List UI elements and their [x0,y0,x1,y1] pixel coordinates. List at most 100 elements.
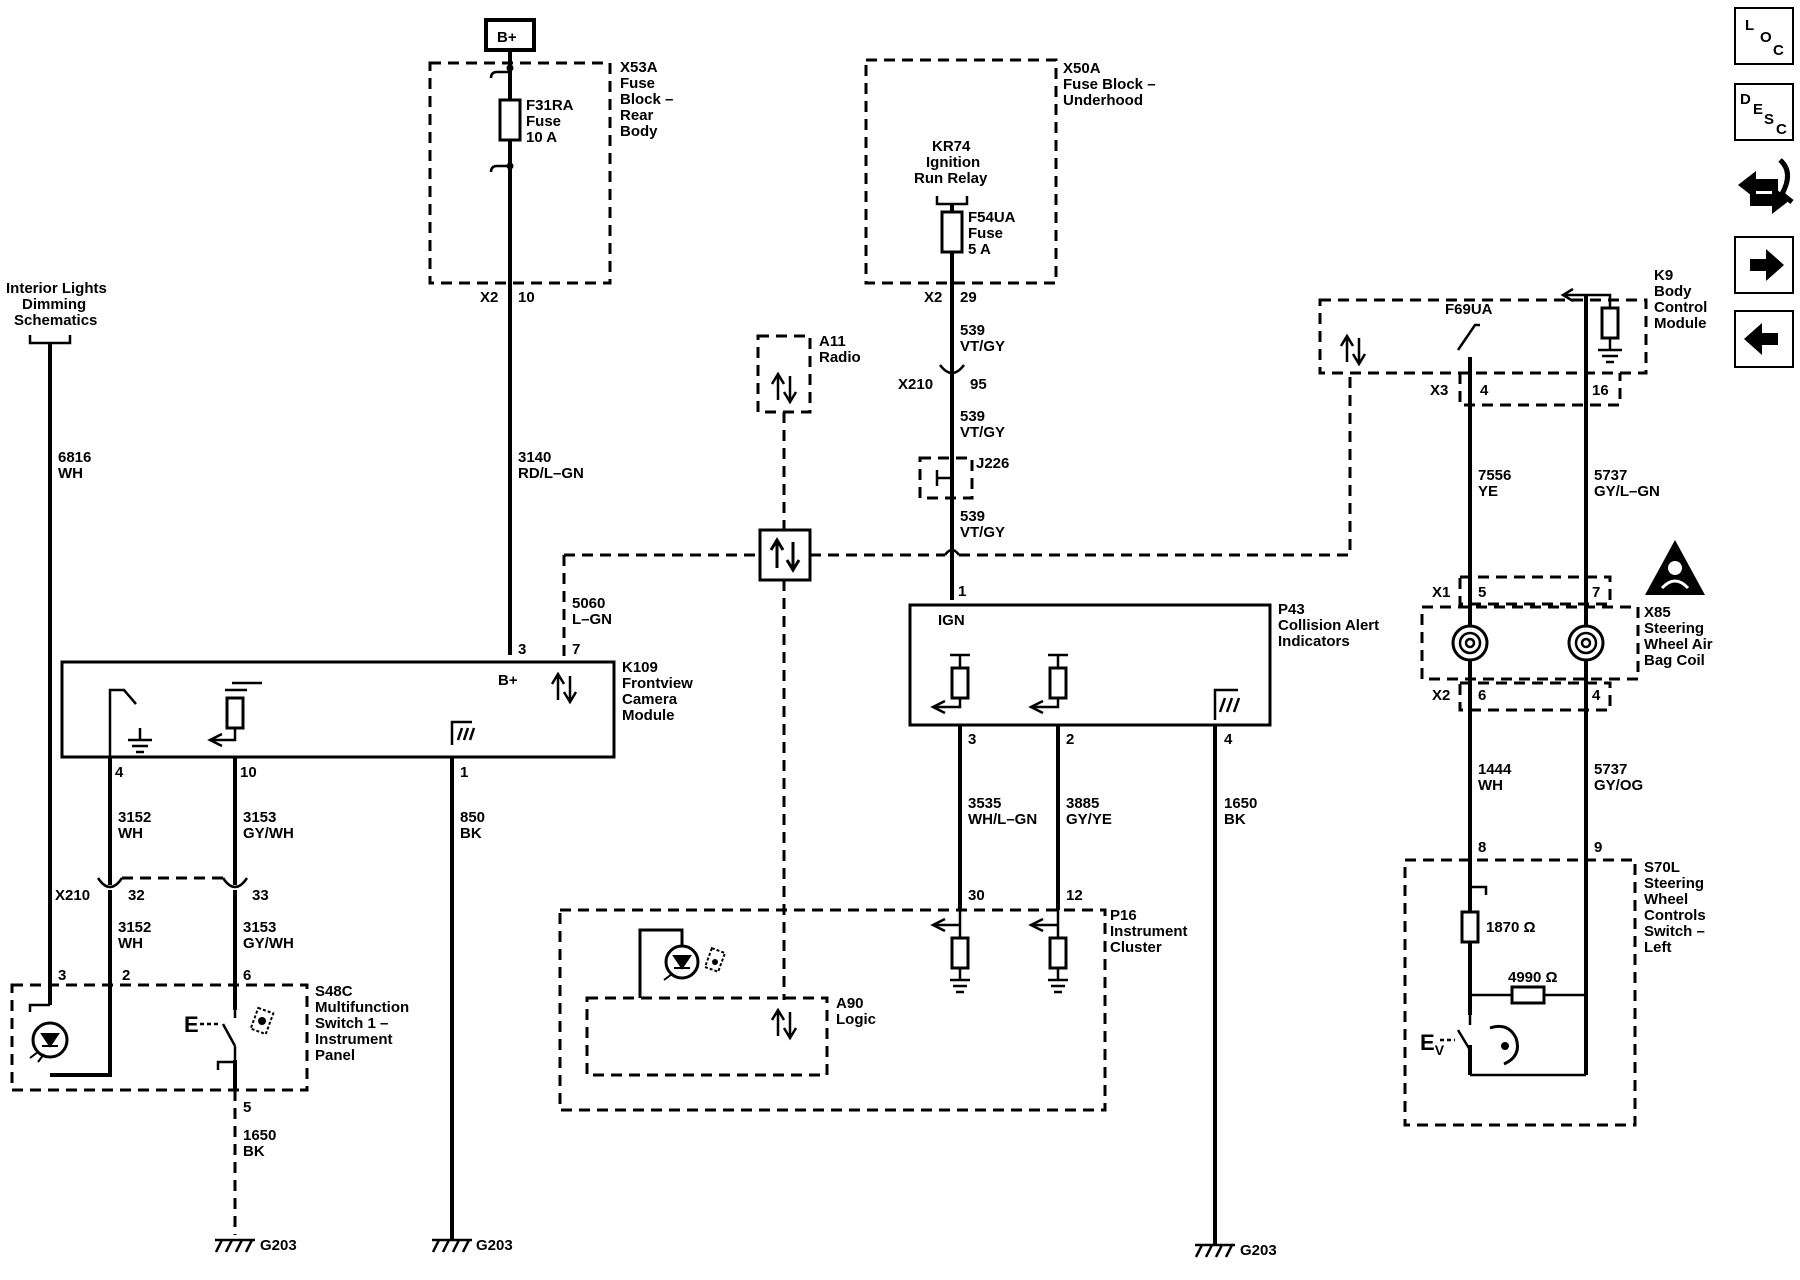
nav-desc-button[interactable]: D E S C [1734,83,1794,141]
svg-text:BK: BK [1224,811,1246,828]
svg-text:Rear: Rear [620,107,654,124]
airbag-warning-icon [1645,540,1705,595]
svg-text:1650: 1650 [1224,795,1257,812]
svg-text:WH/L–GN: WH/L–GN [968,811,1037,828]
x53a-label: X53A Fuse Block – Rear Body [620,59,673,140]
nav-loc-button[interactable]: L O C [1734,7,1794,65]
k9-body-control-module-boundary [1318,298,1648,375]
s70l-pin-9: 9 [1594,839,1602,856]
arrow-right-icon [1750,249,1784,281]
svg-text:Left: Left [1644,939,1672,956]
k109-bplus-pin-label: B+ [498,672,518,689]
svg-text:539: 539 [960,508,985,525]
nav-desc-letter-1: D [1740,91,1751,108]
s48c-pin-3: 3 [58,967,66,984]
k109-data-arrows-icon [550,671,578,705]
svg-text:10 A: 10 A [526,129,557,146]
svg-text:X85: X85 [1644,604,1671,621]
svg-text:5 A: 5 A [968,241,991,258]
svg-text:P16: P16 [1110,907,1137,924]
x2-right-pin-4: 4 [1592,687,1601,704]
svg-text:G203: G203 [476,1237,513,1254]
svg-text:Run Relay: Run Relay [914,170,988,187]
wire-3152-top-label: 3152 WH [118,809,151,842]
svg-text:G203: G203 [260,1237,297,1254]
svg-text:3153: 3153 [243,809,276,826]
svg-text:GY/WH: GY/WH [243,935,294,952]
p43-pin-4: 4 [1224,731,1233,748]
svg-text:539: 539 [960,408,985,425]
nav-connector-icon[interactable] [1738,158,1794,214]
svg-text:P43: P43 [1278,601,1305,618]
svg-text:GY/OG: GY/OG [1594,777,1643,794]
p43-label: P43 Collision Alert Indicators [1278,601,1379,650]
nav-desc-letter-3: S [1764,111,1774,128]
k109-pin-10: 10 [240,764,257,781]
wire-3152-low-label: 3152 WH [118,919,151,952]
svg-text:RD/L–GN: RD/L–GN [518,465,584,482]
x53a-fuse-block-boundary [428,61,612,285]
svg-text:WH: WH [118,825,143,842]
a90-logic-boundary [585,996,829,1077]
svg-text:Module: Module [1654,315,1707,332]
x85-label: X85 Steering Wheel Air Bag Coil [1644,604,1713,669]
x50a-label: X50A Fuse Block – Underhood [1063,60,1156,109]
svg-text:X50A: X50A [1063,60,1101,77]
svg-text:Wheel Air: Wheel Air [1644,636,1713,653]
s70l-switch-boundary [1403,858,1637,1127]
svg-text:Fuse: Fuse [526,113,561,130]
k9-pullup-resistor-symbol [1600,306,1620,340]
svg-text:GY/WH: GY/WH [243,825,294,842]
svg-text:850: 850 [460,809,485,826]
wire-3535-label: 3535 WH/L–GN [968,795,1037,828]
s48c-pin-6: 6 [243,967,251,984]
wire-3140-label: 3140 RD/L–GN [518,449,584,482]
p43-pin-2: 2 [1066,731,1074,748]
svg-text:3152: 3152 [118,809,151,826]
svg-text:5737: 5737 [1594,761,1627,778]
svg-text:Fuse: Fuse [968,225,1003,242]
resistor-1870-label: 1870 Ω [1486,919,1536,936]
a11-label: A11 Radio [819,333,861,366]
p16-pin-12: 12 [1066,887,1083,904]
p16-resistor-right-symbol [1048,936,1068,970]
f31ra-label: F31RA Fuse 10 A [526,97,574,146]
svg-text:Fuse: Fuse [620,75,655,92]
svg-text:VT/GY: VT/GY [960,424,1005,441]
svg-text:A11: A11 [819,333,846,350]
x210-top-connector-label: X210 [898,376,933,393]
f69ua-label: F69UA [1445,301,1493,318]
wire-3153-low-label: 3153 GY/WH [243,919,294,952]
data-bus-arrows-icon [770,371,798,405]
svg-text:X53A: X53A [620,59,658,76]
ground-g203-left: G203 [214,1237,297,1254]
x50a-fuse-block-boundary [864,58,1058,285]
svg-text:Instrument: Instrument [1110,923,1188,940]
interior-lights-dimming-label: Interior Lights Dimming Schematics [6,280,107,329]
k109-pin-4: 4 [115,764,124,781]
svg-text:VT/GY: VT/GY [960,338,1005,355]
nav-desc-letter-4: C [1776,121,1787,138]
wire-539-mid-label: 539 VT/GY [960,408,1005,441]
svg-text:Camera: Camera [622,691,678,708]
wire-850-label: 850 BK [460,809,485,842]
svg-text:VT/GY: VT/GY [960,524,1005,541]
nav-loc-letter-3: C [1773,42,1784,59]
svg-text:Switch –: Switch – [1644,923,1705,940]
svg-text:B+: B+ [497,29,517,46]
arrow-left-icon [1744,323,1778,355]
nav-next-button[interactable] [1734,236,1794,294]
nav-prev-button[interactable] [1734,310,1794,368]
wire-1650-low-label: 1650 BK [243,1127,276,1160]
svg-text:F31RA: F31RA [526,97,574,114]
x2-left-pin: 10 [518,289,535,306]
x3-connector-label: X3 [1430,382,1448,399]
svg-text:S70L: S70L [1644,859,1680,876]
s70l-pin-8: 8 [1478,839,1486,856]
clockspring-coil-right-icon [1567,624,1605,662]
k109-resistor-symbol [225,696,245,730]
svg-text:539: 539 [960,322,985,339]
svg-text:YE: YE [1478,483,1498,500]
svg-text:Instrument: Instrument [315,1031,393,1048]
svg-text:K109: K109 [622,659,658,676]
